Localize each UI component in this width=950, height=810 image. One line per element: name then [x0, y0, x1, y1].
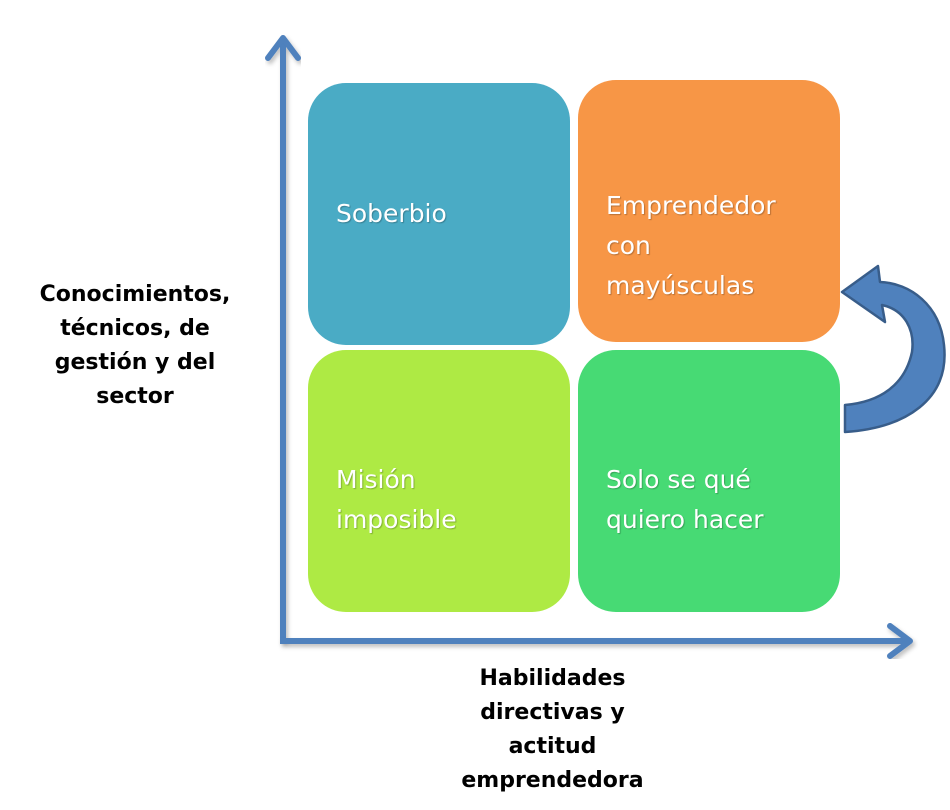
y-axis-label-line: gestión y del	[54, 350, 216, 375]
quadrant-bottom-left-line: Misión	[336, 465, 416, 494]
x-axis	[280, 623, 913, 659]
y-axis-label-line: Conocimientos,	[39, 282, 231, 307]
y-axis-arrowhead-icon	[265, 35, 301, 61]
quadrant-top-right: Emprendedor con mayúsculas	[578, 80, 840, 342]
quadrant-bottom-left: Misión imposible	[308, 350, 570, 612]
x-axis-label: Habilidades directivas y actitud emprend…	[440, 662, 665, 798]
curved-arrow-icon	[840, 264, 946, 434]
quadrant-top-left: Soberbio	[308, 83, 570, 345]
quadrant-top-right-line: con	[606, 231, 651, 260]
x-axis-label-line: emprendedora	[461, 768, 644, 793]
y-axis-label: Conocimientos, técnicos, de gestión y de…	[20, 278, 250, 414]
x-axis-label-line: actitud	[508, 734, 597, 759]
x-axis-label-line: Habilidades	[479, 666, 626, 691]
y-axis	[265, 35, 301, 641]
quadrant-bottom-right-line: Solo se qué	[606, 465, 751, 494]
quadrant-bottom-right-line: quiero hacer	[606, 505, 764, 534]
quadrant-bottom-left-line: imposible	[336, 505, 457, 534]
quadrant-top-right-line: mayúsculas	[606, 271, 755, 300]
quadrant-top-right-line: Emprendedor	[606, 191, 776, 220]
x-axis-label-line: directivas y	[480, 700, 625, 725]
y-axis-label-line: técnicos, de	[60, 316, 210, 341]
y-axis-label-line: sector	[96, 384, 174, 409]
x-axis-arrowhead-icon	[887, 623, 913, 659]
quadrant-bottom-right: Solo se qué quiero hacer	[578, 350, 840, 612]
quadrant-top-left-line: Soberbio	[336, 199, 447, 228]
